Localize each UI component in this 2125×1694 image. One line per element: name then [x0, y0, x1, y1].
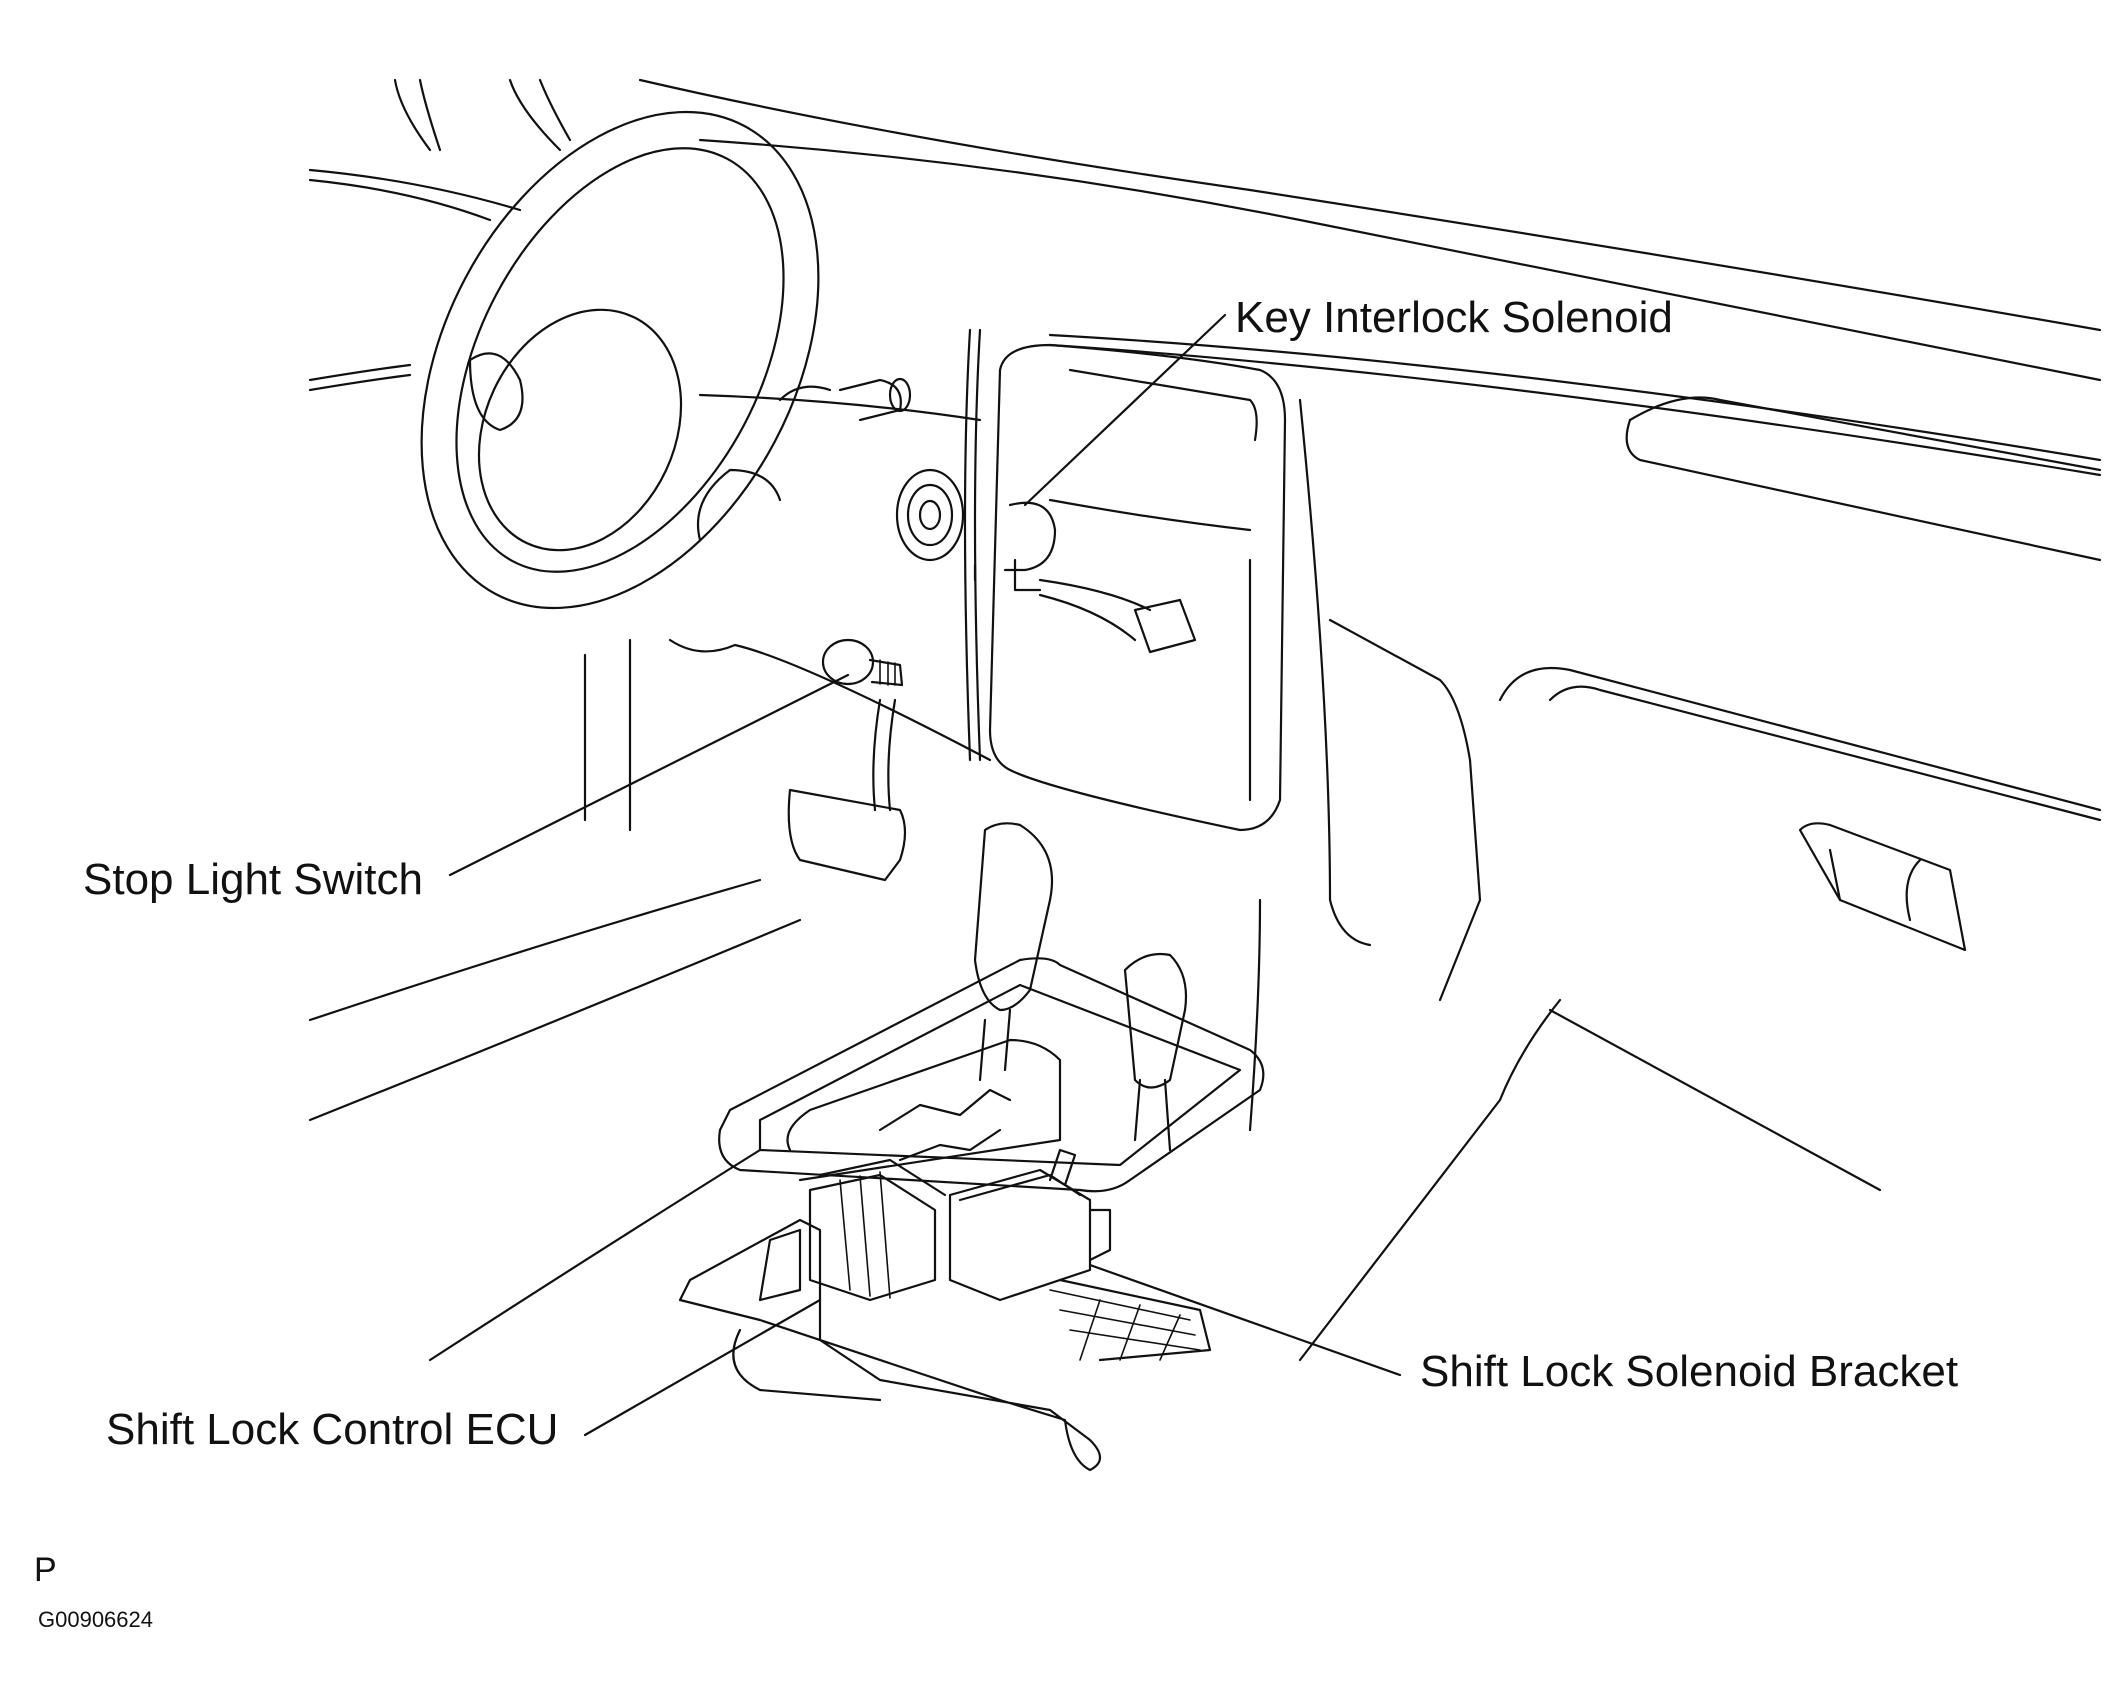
label-stop-light-switch: Stop Light Switch: [83, 855, 423, 904]
dashboard-top: [698, 138, 2102, 477]
passenger-dash: [1248, 396, 2102, 1362]
lower-dash: [308, 638, 992, 1362]
shift-lock-ecu-block: [758, 1148, 1112, 1302]
label-key-interlock-solenoid: Key Interlock Solenoid: [1235, 293, 1673, 342]
leader-shift-lock-bracket: [1088, 1263, 1402, 1377]
windshield-frame: [308, 78, 2102, 392]
shift-lever: [973, 822, 1188, 1152]
leader-shift-lock-ecu: [583, 1298, 822, 1437]
center-panel: [963, 328, 1372, 947]
stop-light-switch-assembly: [787, 638, 907, 882]
label-shift-lock-control-ecu: Shift Lock Control ECU: [106, 1405, 559, 1454]
label-shift-lock-solenoid-bracket: Shift Lock Solenoid Bracket: [1420, 1347, 1959, 1396]
figure-code: G00906624: [38, 1607, 153, 1632]
steering-wheel: [420, 110, 912, 610]
key-interlock-solenoid-assembly: [895, 468, 1197, 654]
leader-key-interlock: [1023, 313, 1227, 507]
leader-lines: [448, 313, 1402, 1437]
console-tray: [718, 957, 1265, 1193]
leader-stop-light: [448, 673, 850, 877]
footer-mark: P: [34, 1551, 57, 1589]
floor-bracket: [678, 1218, 1212, 1472]
